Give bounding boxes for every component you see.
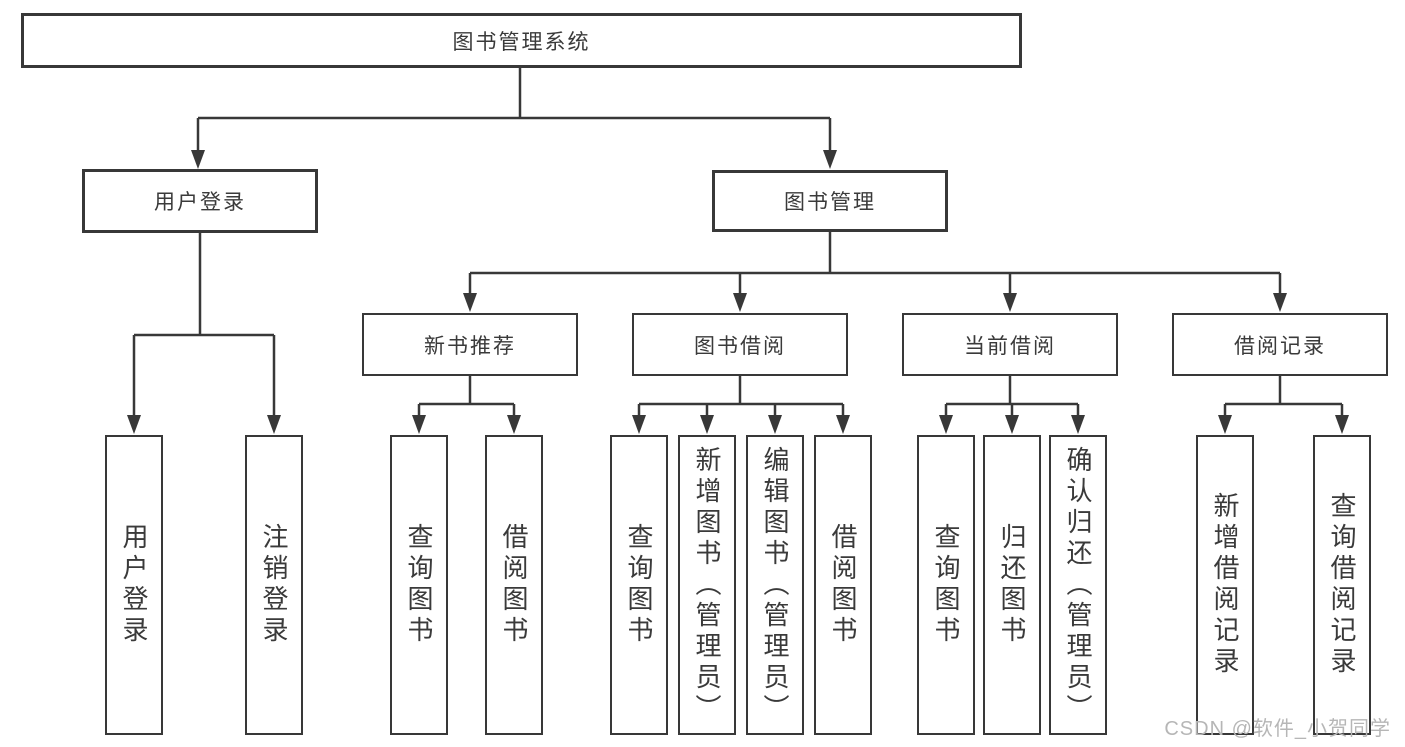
node-bb-query-books: 查询图书 (610, 435, 668, 735)
node-cb-query-books: 查询图书 (917, 435, 975, 735)
node-nb-query-books: 查询图书 (390, 435, 448, 735)
node-library-management-system: 图书管理系统 (21, 13, 1022, 68)
node-nb-borrow-books: 借阅图书 (485, 435, 543, 735)
node-borrowing-records: 借阅记录 (1172, 313, 1388, 376)
node-book-management: 图书管理 (712, 170, 948, 232)
arrowheads (127, 150, 1349, 434)
node-cb-return-books: 归还图书 (983, 435, 1041, 735)
node-current-borrowing: 当前借阅 (902, 313, 1118, 376)
watermark: CSDN @软件_小贺同学 (1164, 718, 1391, 740)
node-br-query-record: 查询借阅记录 (1313, 435, 1371, 735)
node-br-add-record: 新增借阅记录 (1196, 435, 1254, 735)
node-logout: 注销登录 (245, 435, 303, 735)
node-bb-add-books-admin: 新增图书（管理员） (678, 435, 736, 735)
node-user-login: 用户登录 (82, 169, 318, 233)
node-user-login-leaf: 用户登录 (105, 435, 163, 735)
node-bb-borrow-books: 借阅图书 (814, 435, 872, 735)
node-cb-confirm-return-admin: 确认归还（管理员） (1049, 435, 1107, 735)
node-new-book-recommendation: 新书推荐 (362, 313, 578, 376)
node-bb-edit-books-admin: 编辑图书（管理员） (746, 435, 804, 735)
node-book-borrowing: 图书借阅 (632, 313, 848, 376)
